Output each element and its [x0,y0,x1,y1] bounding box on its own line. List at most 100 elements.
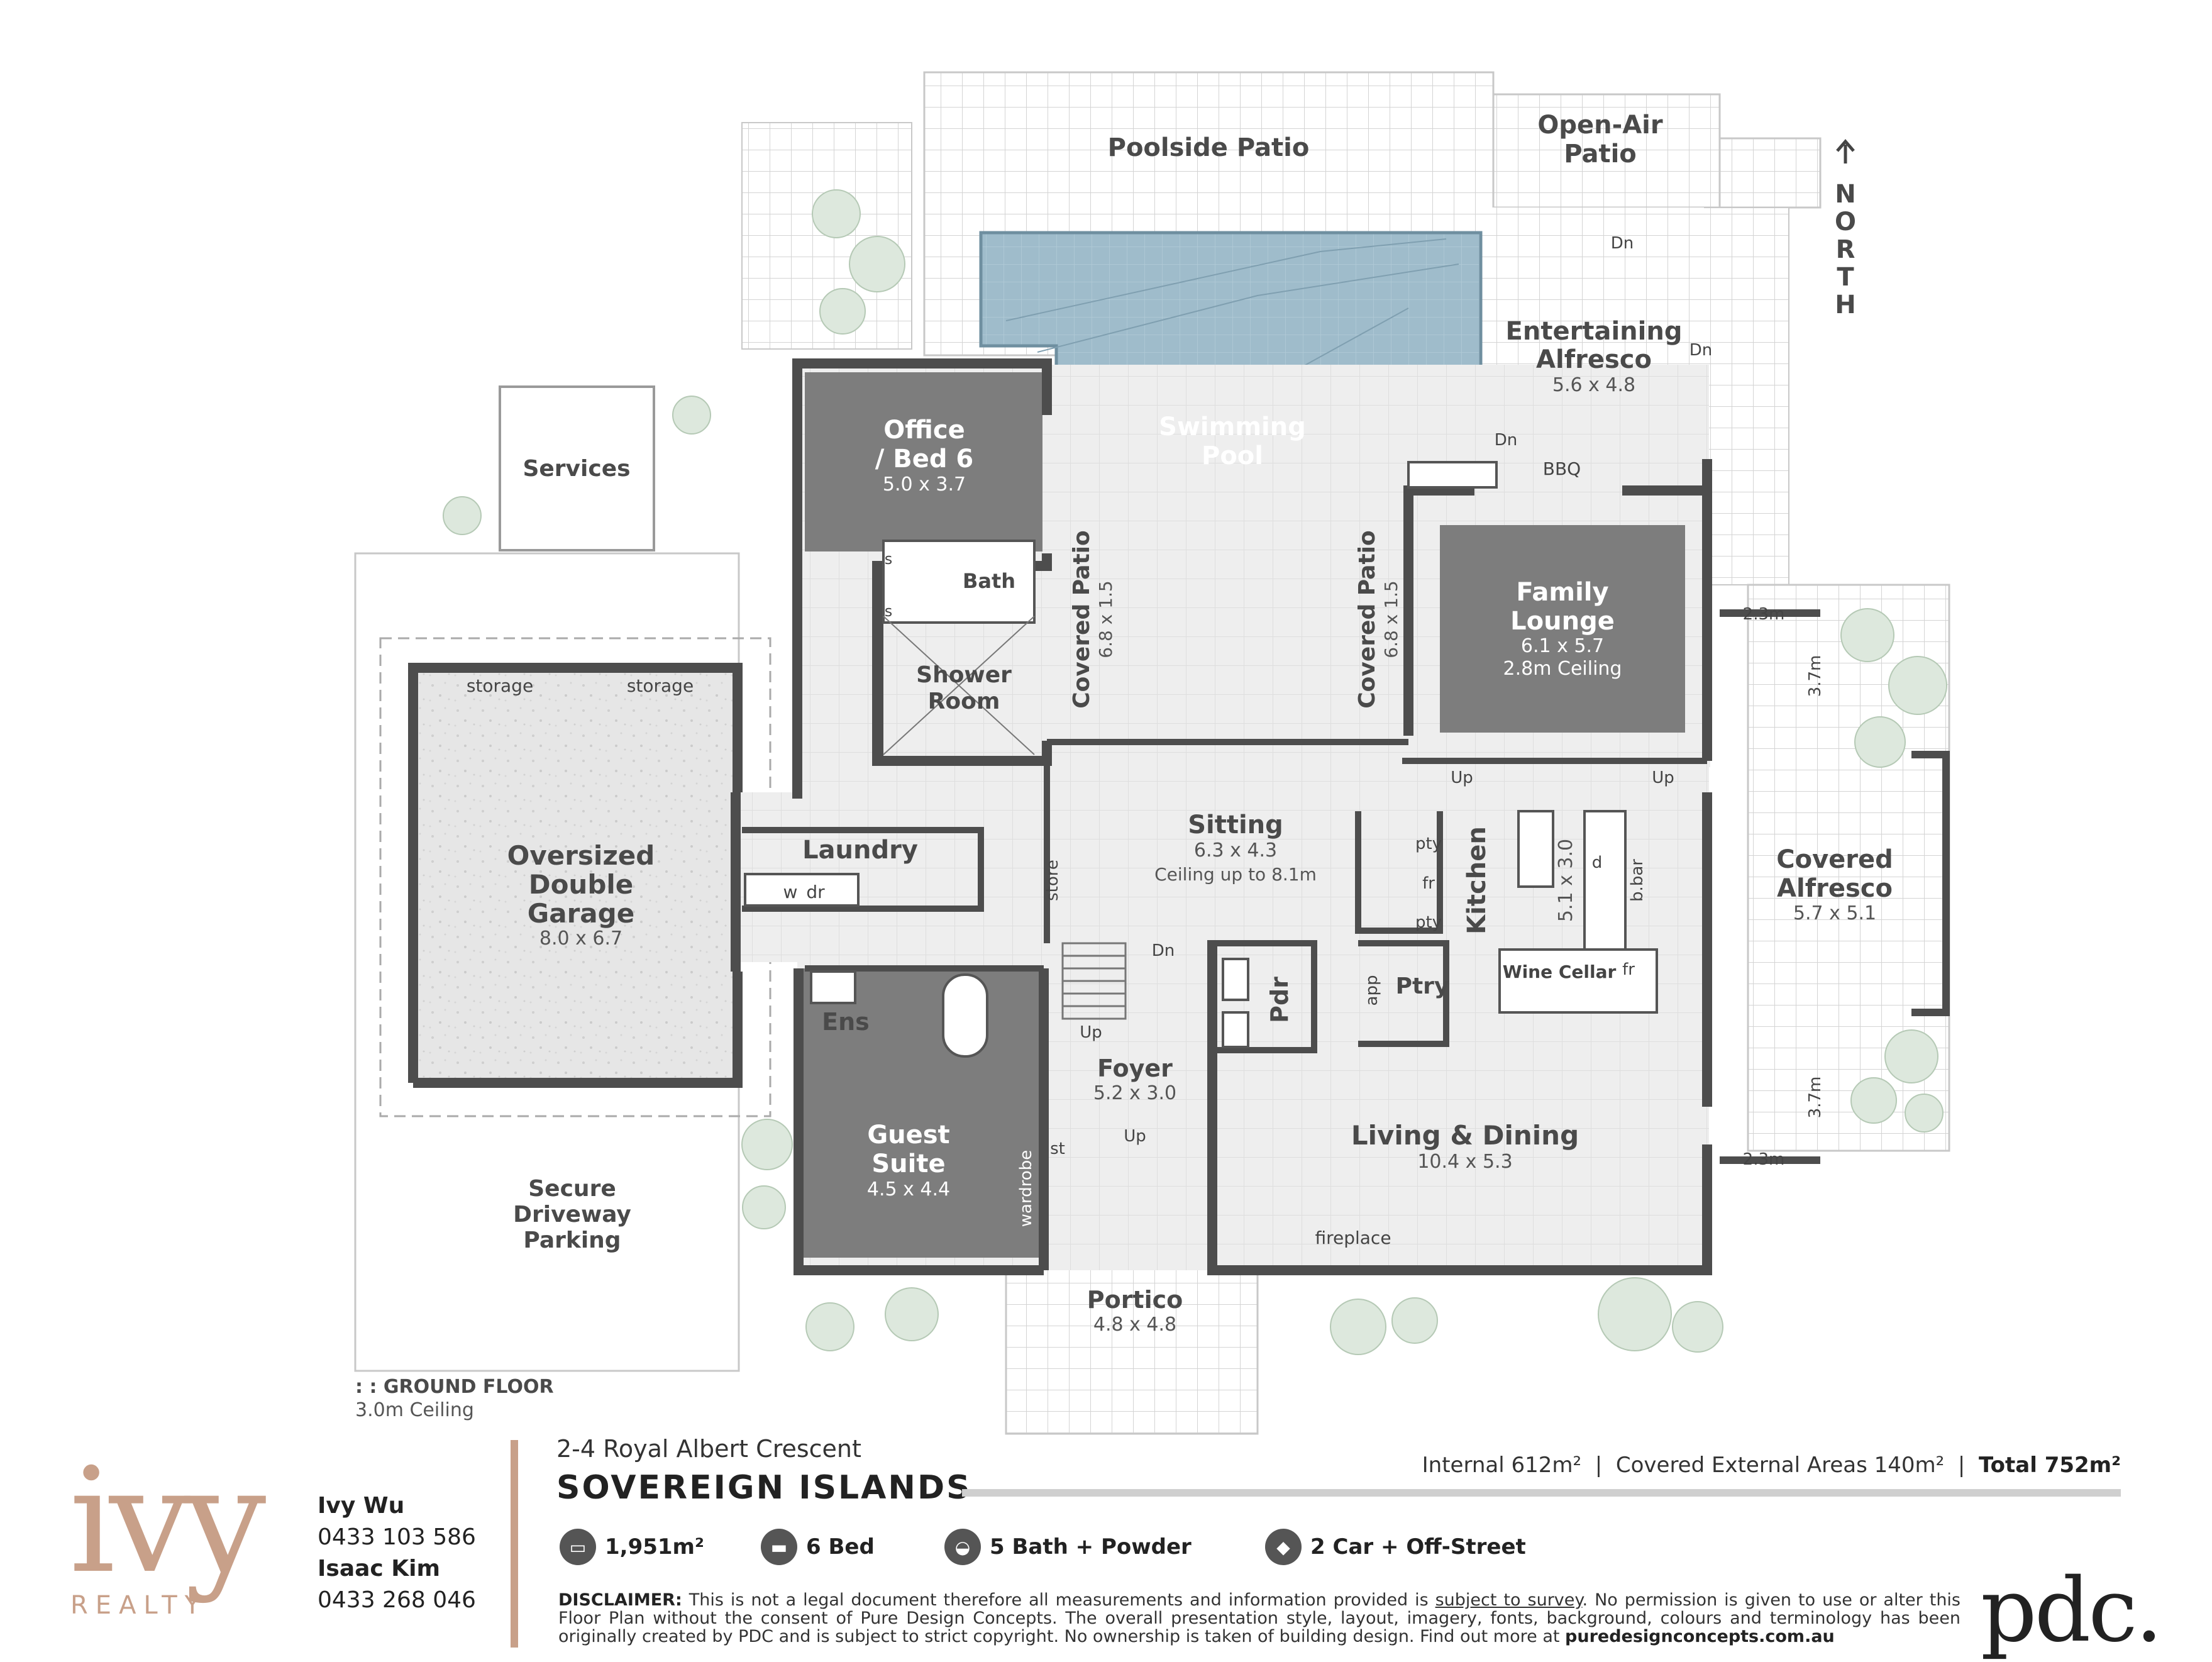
north-letter: R [1836,235,1855,264]
agent-phone[interactable]: 0433 103 586 [318,1524,476,1550]
label-dn-2: Dn [1689,341,1713,360]
label-sitting: Sitting [1188,811,1283,839]
label-portico: Portico [1087,1286,1183,1314]
label-fireplace: fireplace [1315,1227,1391,1248]
dim-guest-suite: 4.5 x 4.4 [867,1178,950,1200]
subject-to-survey-link[interactable]: subject to survey [1435,1590,1583,1610]
label-driveway: Driveway [513,1202,631,1227]
feature-bed: ▬ 6 Bed [761,1525,875,1569]
bath-icon: ◒ [944,1529,981,1565]
dark-rooms [799,372,1685,1258]
dim-office: 5.0 x 3.7 [883,474,966,496]
label-room: Room [928,689,1000,714]
pdc-logo: pdc. [1981,1560,2163,1662]
pdc-website-link[interactable]: puredesignconcepts.com.au [1565,1627,1835,1646]
feature-label: 2 Car + Off-Street [1310,1534,1526,1560]
label-guest: Guest [867,1121,949,1150]
feature-car: ◆ 2 Car + Off-Street [1265,1525,1526,1569]
bed-icon: ▬ [761,1529,797,1565]
label-up-1: Up [1451,768,1473,787]
north-letter: O [1835,208,1856,236]
label-ptry: Ptry [1396,973,1449,999]
dim-family-lounge: 6.1 x 5.7 [1521,635,1604,657]
label-storage-2: storage [627,675,694,696]
label-lounge: Lounge [1510,607,1615,636]
label-oversized: Oversized [507,840,655,871]
disclaimer-heading: DISCLAIMER: [558,1590,682,1610]
label-shelf-2: s [885,602,893,620]
label-up-2: Up [1652,768,1674,787]
label-swimming: Swimming [1159,413,1306,441]
feature-land: ▭ 1,951m² [560,1525,704,1569]
label-app: app [1363,975,1381,1006]
dim-covered-patio-right: 6.8 x 1.5 [1381,580,1402,658]
feature-label: 5 Bath + Powder [990,1534,1192,1560]
floor-label: : : GROUND FLOOR [355,1376,554,1398]
label-fr-1: fr [1422,874,1435,893]
floor-ceiling: 3.0m Ceiling [355,1399,474,1421]
agent-phone[interactable]: 0433 268 046 [318,1587,476,1613]
label-open-air-2: Patio [1564,140,1637,169]
realty-logo-text: REALTY [70,1591,208,1620]
label-covered-patio-left: Covered Patio [1069,530,1095,709]
dim-sitting: 6.3 x 4.3 [1194,839,1277,861]
north-letter: T [1837,263,1854,292]
dim-covered-patio-left: 6.8 x 1.5 [1095,580,1116,658]
garage-floor [417,673,733,1082]
feature-label: 6 Bed [806,1534,875,1560]
ceiling-family-lounge: 2.8m Ceiling [1503,658,1622,680]
label-storage-1: storage [467,675,533,696]
label-dn-4: Dn [1152,941,1175,960]
label-store: store [1043,860,1062,901]
disclaimer: DISCLAIMER: This is not a legal document… [558,1591,1960,1646]
label-family: Family [1516,578,1608,607]
label-wine-cellar: Wine Cellar [1503,961,1617,982]
land-icon: ▭ [560,1529,596,1565]
separator: | [1957,1453,1966,1478]
dim-covered-alfresco: 5.7 x 5.1 [1793,902,1876,924]
summary-rule [962,1489,2121,1497]
feature-label: 1,951m² [605,1534,704,1560]
label-covered-patio-right: Covered Patio [1354,530,1380,709]
dim-portico: 4.8 x 4.8 [1093,1314,1176,1336]
label-wine-fr: fr [1622,960,1635,979]
label-up-4: Up [1124,1127,1146,1146]
area-summary: Internal 612m² | Covered External Areas … [1422,1453,2121,1478]
label-covered-alfresco: Alfresco [1777,874,1893,903]
dim-living-dining: 10.4 x 5.3 [1417,1151,1512,1173]
north-letter: N [1835,180,1855,209]
dim-kitchen-island: 5.1 x 3.0 [1555,839,1577,922]
north-arrow: N O R T H [1835,139,1856,319]
property-suburb: SOVEREIGN ISLANDS [556,1469,972,1507]
label-pty-2: pty [1415,913,1442,932]
garage-walls [408,663,743,1088]
label-bbq: BBQ [1543,458,1581,479]
car-icon: ◆ [1265,1529,1302,1565]
stairs [1061,942,1127,1020]
label-suite: Suite [871,1150,945,1178]
total-area: Total 752m² [1978,1453,2121,1478]
label-alfresco: Alfresco [1536,345,1652,374]
label-entertaining: Entertaining [1506,317,1683,346]
label-shelf-1: s [885,550,893,568]
label-living-dining: Living & Dining [1351,1120,1579,1151]
label-dn-3: Dn [1495,431,1518,450]
label-ens: Ens [822,1008,870,1036]
room-labels: Poolside Patio Open-Air Patio N O R T H … [355,111,1893,1421]
property-address: 2-4 Royal Albert Crescent [556,1435,861,1463]
label-washer: w [783,882,798,902]
dim-alfresco-top-width: 2.3m [1743,605,1785,624]
fixtures [744,461,1658,1058]
label-secure: Secure [528,1176,616,1202]
interior-walls [742,566,1707,1053]
ceiling-sitting: Ceiling up to 8.1m [1154,864,1317,885]
label-foyer: Foyer [1097,1055,1173,1082]
label-open-air-1: Open-Air [1537,111,1663,140]
label-double: Double [529,869,634,900]
label-bed6: / Bed 6 [875,445,974,474]
dim-alfresco-bottom-width: 2.3m [1743,1150,1785,1169]
dim-alfresco-top-depth: 3.7m [1806,655,1825,697]
agent-name: Isaac Kim [318,1556,441,1582]
label-pty-1: pty [1415,834,1442,853]
